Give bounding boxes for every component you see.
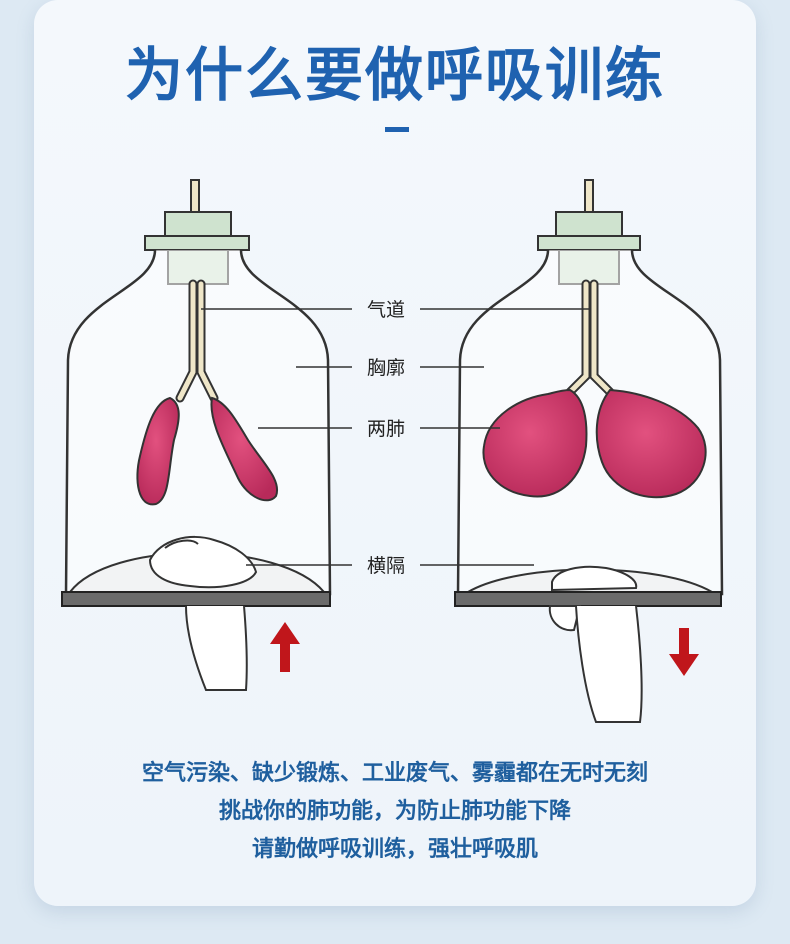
caption-line-3: 请勤做呼吸训练，强壮呼吸肌 <box>251 837 538 862</box>
page-title: 为什么要做呼吸训练 <box>124 41 665 109</box>
left-stopper-top <box>164 211 232 239</box>
right-lung-right <box>595 388 707 499</box>
airway-label: 气道 <box>367 299 405 321</box>
caption-line-2: 挑战你的肺功能，为防止肺功能下降 <box>218 799 571 824</box>
down-arrow-icon <box>669 628 699 676</box>
right-jar <box>454 179 724 723</box>
left-lung-right <box>210 396 279 502</box>
left-jar <box>61 179 332 691</box>
right-trachea <box>567 281 589 395</box>
right-hand-in-dome <box>551 565 638 592</box>
left-stopper-rim <box>144 235 250 251</box>
left-trachea <box>177 281 196 401</box>
up-arrow-icon <box>270 622 300 672</box>
title-underline <box>385 127 409 132</box>
lungs-label: 两肺 <box>367 418 405 440</box>
left-arm <box>185 605 248 691</box>
left-lung-left <box>136 396 180 506</box>
right-lung-left <box>482 388 588 498</box>
left-tube-top <box>190 179 200 215</box>
right-tube-top <box>584 179 594 215</box>
chest-label: 胸廓 <box>367 357 405 379</box>
right-arm <box>575 605 643 723</box>
leader-lines <box>201 308 590 566</box>
left-base-plate <box>61 591 331 607</box>
right-base-plate <box>454 591 722 607</box>
diaphragm-label: 横隔 <box>367 555 405 577</box>
right-stopper-rim <box>537 235 641 251</box>
caption-line-1: 空气污染、缺少锻炼、工业废气、雾霾都在无时无刻 <box>141 761 648 786</box>
left-hand-in-dome <box>148 535 258 589</box>
right-stopper-top <box>555 211 623 239</box>
